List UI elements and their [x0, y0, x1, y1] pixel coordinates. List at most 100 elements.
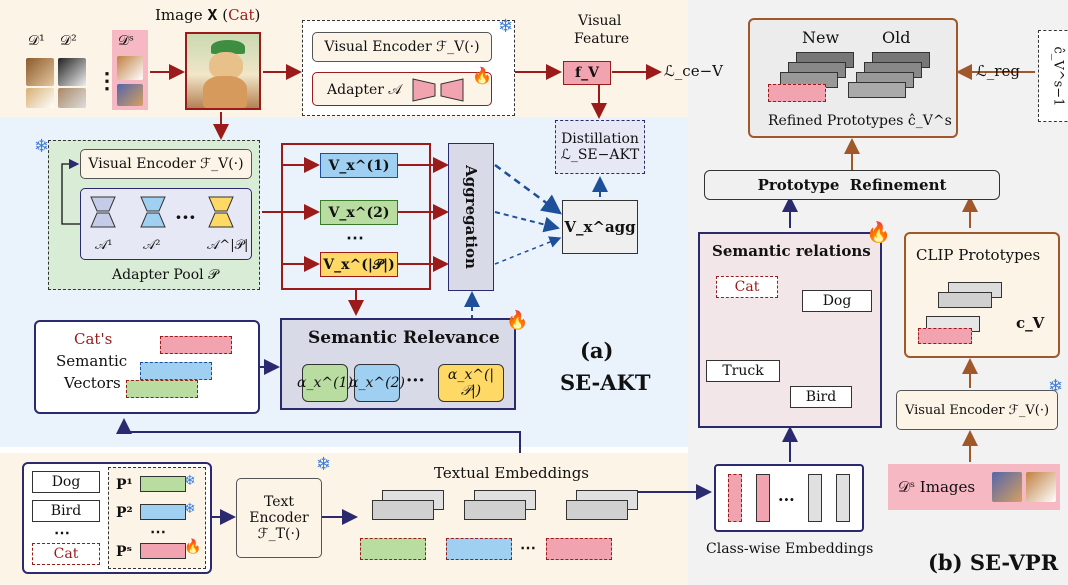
classwise-embeddings-label: Class-wise Embeddings	[706, 541, 874, 557]
node-truck: Truck	[706, 360, 780, 382]
class-cat: Cat	[32, 543, 100, 565]
dataset-s-thumb-1	[117, 56, 143, 80]
panel-b-visual-encoder-label: Visual Encoder ℱ_V(·)	[904, 402, 1050, 418]
semantic-relevance-box: Semantic Relevance α_x^(1) α_x^(2) ··· α…	[280, 318, 516, 410]
dataset-1-label: 𝒟¹	[28, 33, 45, 49]
visual-feature-title-1: Visual	[578, 13, 622, 29]
prototype-refinement-box: Prototype Refinement	[704, 170, 1000, 200]
clip-stack-cat	[918, 328, 972, 344]
cat-head-shape	[209, 52, 243, 80]
adapter-pool-label: Adapter Pool 𝒫	[112, 267, 219, 283]
feature-dots: ⋯	[346, 228, 364, 249]
previous-prototypes-cutoff: ĉ_V^s−1	[1038, 30, 1068, 122]
se-akt-title: SE-AKT	[560, 370, 651, 395]
node-cat-label: Cat	[734, 279, 760, 295]
new-stack-cat	[768, 84, 826, 102]
ds-image-thumb-1	[992, 472, 1022, 502]
visual-feature-title-2: Feature	[574, 31, 630, 47]
class-bird-label: Bird	[50, 503, 82, 519]
snowflake-icon: ❄	[184, 473, 196, 489]
cv-label: c_V	[1016, 314, 1045, 332]
loss-reg-label: ℒ_reg	[976, 62, 1020, 80]
pool-adapter-1: 𝒜¹	[95, 238, 113, 253]
text-emb-group-3-front	[546, 538, 612, 560]
cat-body-shape	[203, 76, 247, 108]
cat-semantic-vectors-box: Cat's Semantic Vectors	[34, 320, 260, 414]
prototype-refinement-label: Prototype Refinement	[757, 176, 947, 194]
ds-image-thumb-2	[1026, 472, 1056, 502]
semantic-vector-pink	[160, 336, 232, 354]
dataset-s-block: 𝒟ˢ	[112, 30, 148, 110]
class-cat-label: Cat	[53, 546, 79, 562]
classwise-bar-3	[808, 474, 822, 522]
prompt-dots: ⋯	[150, 522, 166, 541]
cat-image	[185, 32, 261, 110]
cat-hat-shape	[211, 40, 245, 54]
old-stack-4	[848, 82, 906, 98]
pool-visual-encoder-box: Visual Encoder ℱ_V(·)	[80, 149, 252, 179]
text-emb-group-1-mid	[372, 500, 434, 520]
class-dog-label: Dog	[51, 474, 81, 490]
refined-prototypes-box: New Old Refined Prototypes ĉ_V^s	[748, 18, 958, 138]
fire-icon: 🔥	[506, 310, 529, 331]
distillation-box: Distillation ℒ_SE−AKT	[555, 120, 645, 174]
text-emb-group-1-front	[360, 538, 426, 560]
adapter-box: Adapter 𝒜	[312, 72, 492, 106]
clip-prototypes-title: CLIP Prototypes	[916, 246, 1041, 264]
dataset-thumbnails: 𝒟¹ 𝒟² ⋮ 𝒟ˢ	[10, 30, 150, 110]
node-truck-label: Truck	[722, 363, 764, 379]
alpha-box-2: α_x^(2)	[349, 364, 405, 402]
semantic-relations-title: Semantic relations	[712, 242, 871, 260]
ds-images-label: 𝒟ˢ Images	[898, 478, 976, 496]
classwise-dots: ···	[778, 490, 795, 509]
semantic-relevance-title: Semantic Relevance	[308, 328, 500, 348]
text-encoder-label-3: ℱ_T(·)	[257, 526, 301, 542]
node-bird: Bird	[790, 386, 852, 408]
pool-adapter-2: 𝒜²	[143, 238, 161, 253]
adapter-icon	[412, 78, 464, 102]
text-emb-group-2-front	[446, 538, 512, 560]
panel-b-visual-encoder-box: Visual Encoder ℱ_V(·)	[896, 390, 1058, 430]
snowflake-icon: ❄	[184, 501, 196, 517]
prompt-1-bar	[140, 476, 186, 492]
refined-prototypes-label: Refined Prototypes ĉ_V^s	[768, 113, 952, 129]
old-label: Old	[882, 28, 911, 47]
image-title-close: )	[254, 6, 261, 24]
dataset-thumb-4	[58, 88, 86, 108]
image-title-text: Image 𝐗 (	[155, 6, 229, 24]
clip-stack-2	[938, 292, 992, 308]
text-emb-group-3-mid	[566, 500, 628, 520]
snowflake-icon: ❄	[1048, 376, 1064, 397]
snowflake-icon: ❄	[498, 16, 514, 37]
alpha-label-1: α_x^(1)	[297, 375, 353, 391]
vagg-label: V_x^agg	[564, 218, 636, 236]
node-dog: Dog	[802, 290, 872, 312]
feature-label-1: V_x^(1)	[328, 157, 390, 174]
alpha-label-2: α_x^(2)	[349, 375, 405, 391]
vagg-box: V_x^agg	[562, 200, 638, 254]
fire-icon: 🔥	[472, 66, 492, 85]
classwise-bar-1	[728, 474, 742, 522]
loss-ce-label: ℒ_ce−V	[664, 62, 723, 80]
prompt-2-label: P²	[116, 505, 133, 521]
alpha-label-p: α_x^(|𝒫|)	[447, 367, 495, 399]
pool-visual-encoder-label: Visual Encoder ℱ_V(·)	[88, 156, 244, 172]
aggregation-label: Aggregation	[462, 165, 480, 269]
node-bird-label: Bird	[805, 389, 837, 405]
dataset-thumb-1	[26, 58, 54, 86]
dataset-thumb-3	[26, 88, 54, 108]
feature-label-p: V_x^(|𝒫|)	[323, 256, 395, 273]
text-encoder-label-1: Text	[263, 494, 295, 510]
pool-adapters-box: 𝒜¹ 𝒜² ··· 𝒜^|𝒫|	[80, 188, 252, 260]
adapter-label: Adapter 𝒜	[327, 82, 402, 98]
node-dog-label: Dog	[822, 293, 852, 309]
pool-feedback-arrow	[61, 158, 80, 225]
dataset-thumb-2	[58, 58, 86, 86]
prompt-s-bar	[140, 543, 186, 559]
semantic-vector-green	[126, 380, 198, 398]
class-bird: Bird	[32, 500, 100, 522]
prompt-s-label: Pˢ	[116, 544, 133, 560]
cat-semantic-title: Cat's	[74, 330, 113, 348]
prompt-2-bar	[140, 504, 186, 520]
pool-adapter-shapes	[90, 196, 234, 228]
